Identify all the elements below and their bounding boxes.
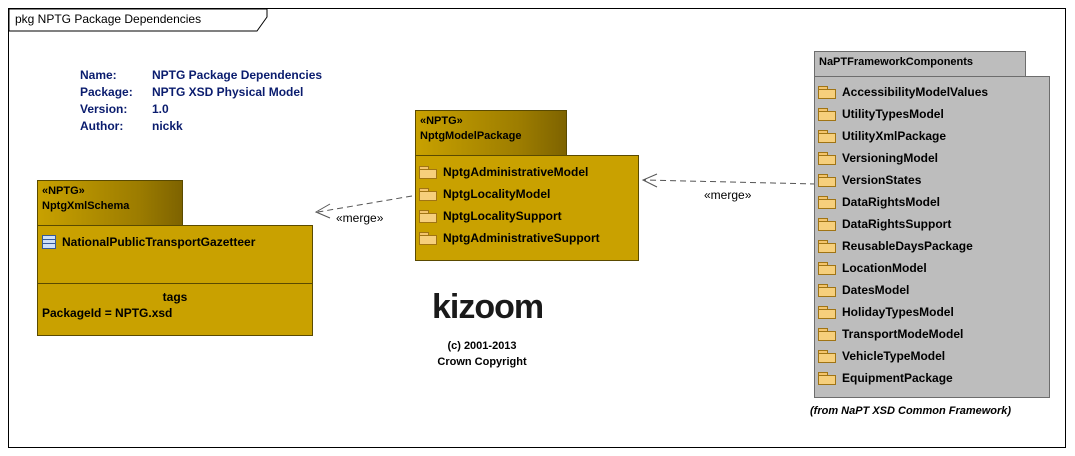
list-item[interactable]: VehicleTypeModel — [815, 345, 1049, 367]
merge-arrow-head-2 — [641, 173, 658, 188]
merge-label-2: «merge» — [704, 188, 752, 202]
note-key: Name: — [80, 68, 117, 82]
folder-icon — [818, 371, 836, 385]
package-tab: «NPTG» NptgXmlSchema — [37, 180, 183, 226]
list-item[interactable]: NptgAdministrativeSupport — [416, 227, 638, 249]
folder-icon — [818, 283, 836, 297]
tag-value: PackageId = NPTG.xsd — [42, 306, 173, 320]
folder-icon — [818, 349, 836, 363]
note-row-version: Version: 1.0 — [80, 101, 322, 118]
list-item[interactable]: NptgLocalityModel — [416, 183, 638, 205]
list-item[interactable]: VersioningModel — [815, 147, 1049, 169]
package-item-label: NptgAdministrativeModel — [443, 165, 589, 179]
folder-icon — [419, 231, 437, 245]
package-item-label: AccessibilityModelValues — [842, 85, 989, 99]
list-item[interactable]: EquipmentPackage — [815, 367, 1049, 389]
folder-icon — [419, 165, 437, 179]
list-item[interactable]: NptgAdministrativeModel — [416, 161, 638, 183]
package-item-label: LocationModel — [842, 261, 927, 275]
class-icon — [42, 235, 56, 249]
folder-icon — [818, 107, 836, 121]
folder-icon — [818, 305, 836, 319]
list-item[interactable]: HolidayTypesModel — [815, 301, 1049, 323]
list-item[interactable]: AccessibilityModelValues — [815, 81, 1049, 103]
frame-title: pkg NPTG Package Dependencies — [15, 12, 202, 26]
list-item[interactable]: VersionStates — [815, 169, 1049, 191]
package-item-label: EquipmentPackage — [842, 371, 953, 385]
list-item[interactable]: TransportModeModel — [815, 323, 1049, 345]
tags-title: tags — [162, 290, 188, 304]
package-item-label: UtilityTypesModel — [842, 107, 944, 121]
note-value: NPTG Package Dependencies — [152, 68, 323, 82]
note-row-author: Author: nickk — [80, 118, 322, 135]
note-key: Author: — [80, 119, 124, 133]
folder-icon — [818, 85, 836, 99]
merge-arrow-head-1 — [314, 203, 331, 219]
list-item[interactable]: UtilityXmlPackage — [815, 125, 1049, 147]
list-item[interactable]: ReusableDaysPackage — [815, 235, 1049, 257]
kizoom-logo: kizoom — [432, 288, 544, 326]
package-tab: NaPTFrameworkComponents — [814, 51, 1026, 77]
package-item-label: DataRightsModel — [842, 195, 941, 209]
folder-icon — [818, 327, 836, 341]
list-item[interactable]: DataRightsModel — [815, 191, 1049, 213]
class-item-label: NationalPublicTransportGazetteer — [62, 235, 256, 249]
package-item-label: TransportModeModel — [842, 327, 964, 341]
package-name: NptgXmlSchema — [42, 200, 130, 212]
list-item[interactable]: DatesModel — [815, 279, 1049, 301]
folder-icon — [818, 173, 836, 187]
list-item[interactable]: NptgLocalitySupport — [416, 205, 638, 227]
from-note: (from NaPT XSD Common Framework) — [810, 405, 1012, 417]
copyright-notice: (c) 2001-2013 Crown Copyright — [412, 338, 552, 370]
package-body: NptgAdministrativeModel NptgLocalityMode… — [415, 155, 639, 261]
merge-label-1: «merge» — [336, 211, 384, 225]
package-item-label: DataRightsSupport — [842, 217, 952, 231]
class-item[interactable]: NationalPublicTransportGazetteer — [38, 231, 312, 253]
merge-connector-2 — [643, 179, 817, 185]
folder-icon — [818, 217, 836, 231]
package-item-label: NptgLocalityModel — [443, 187, 551, 201]
package-item-label: VersionStates — [842, 173, 922, 187]
list-item[interactable]: UtilityTypesModel — [815, 103, 1049, 125]
note-row-name: Name: NPTG Package Dependencies — [80, 67, 322, 84]
package-tab: «NPTG» NptgModelPackage — [415, 110, 567, 156]
folder-icon — [818, 129, 836, 143]
merge-connector-1 — [317, 195, 413, 213]
package-stereotype: «NPTG» — [42, 185, 85, 197]
package-item-label: DatesModel — [842, 283, 910, 297]
package-item-label: NptgAdministrativeSupport — [443, 231, 600, 245]
copyright-line-1: (c) 2001-2013 — [447, 340, 517, 352]
folder-icon — [818, 195, 836, 209]
folder-icon — [818, 239, 836, 253]
package-name: NaPTFrameworkComponents — [819, 56, 974, 68]
folder-icon — [818, 151, 836, 165]
package-stereotype: «NPTG» — [420, 115, 463, 127]
package-body: NationalPublicTransportGazetteer tags Pa… — [37, 225, 313, 336]
note-value: NPTG XSD Physical Model — [152, 85, 304, 99]
diagram-notes: Name: NPTG Package Dependencies Package:… — [80, 67, 322, 135]
folder-icon — [419, 209, 437, 223]
package-name: NptgModelPackage — [420, 130, 522, 142]
package-item-label: UtilityXmlPackage — [842, 129, 947, 143]
note-key: Version: — [80, 102, 128, 116]
package-item-label: VehicleTypeModel — [842, 349, 946, 363]
note-row-package: Package: NPTG XSD Physical Model — [80, 84, 322, 101]
folder-icon — [818, 261, 836, 275]
copyright-line-2: Crown Copyright — [437, 356, 527, 368]
package-item-label: VersioningModel — [842, 151, 939, 165]
compartment-separator — [38, 283, 312, 284]
list-item[interactable]: LocationModel — [815, 257, 1049, 279]
package-body: AccessibilityModelValues UtilityTypesMod… — [814, 76, 1050, 398]
package-item-label: ReusableDaysPackage — [842, 239, 973, 253]
package-item-label: HolidayTypesModel — [842, 305, 954, 319]
list-item[interactable]: DataRightsSupport — [815, 213, 1049, 235]
package-item-label: NptgLocalitySupport — [443, 209, 562, 223]
folder-icon — [419, 187, 437, 201]
frame-tab — [9, 9, 268, 32]
note-value: nickk — [152, 119, 183, 133]
note-key: Package: — [80, 85, 133, 99]
note-value: 1.0 — [152, 102, 169, 116]
